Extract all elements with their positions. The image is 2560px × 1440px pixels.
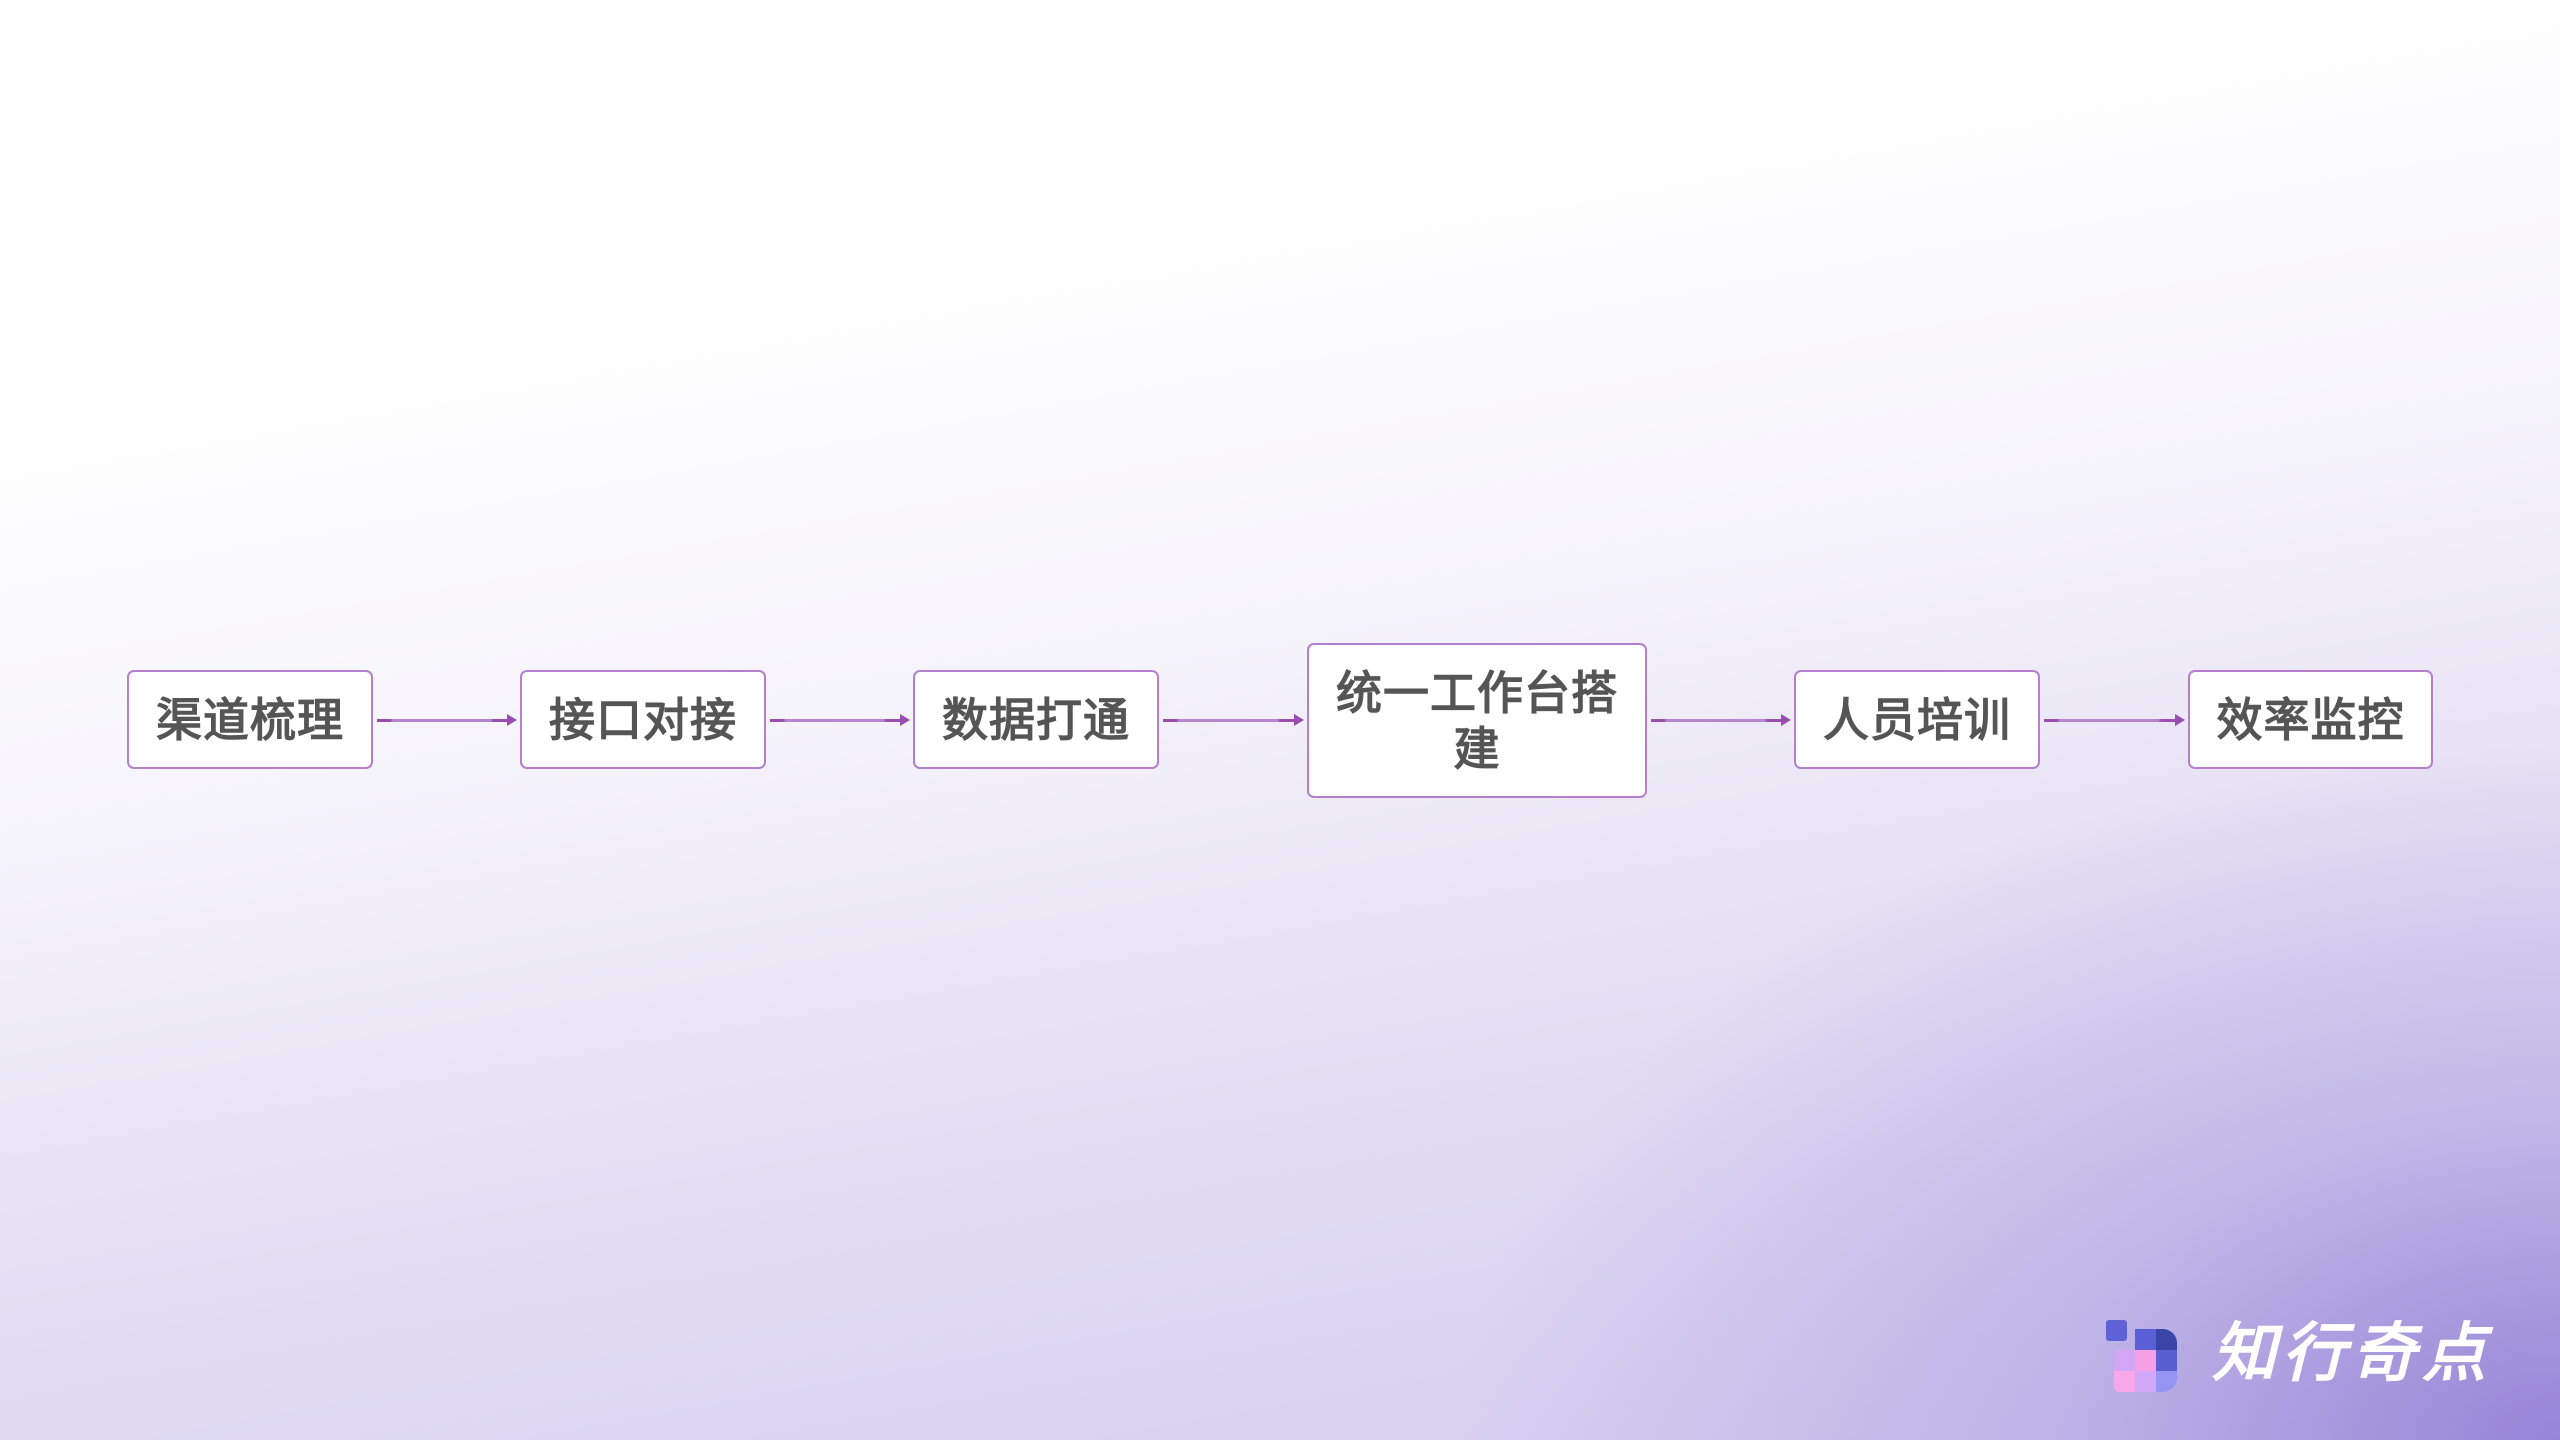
flow-node-data-connection: 数据打通: [913, 670, 1159, 769]
node-label: 接口对接: [549, 692, 737, 747]
flow-arrow-4: [1651, 714, 1791, 726]
node-label: 统一工作台搭建: [1336, 665, 1618, 776]
flow-node-staff-training: 人员培训: [1794, 670, 2040, 769]
flow-node-channel-review: 渠道梳理: [127, 670, 373, 769]
brand-name: 知行奇点: [2212, 1317, 2492, 1391]
flow-node-interface-integration: 接口对接: [520, 670, 766, 769]
flow-node-unified-workbench: 统一工作台搭建: [1307, 643, 1647, 798]
flow-arrow-3: [1163, 714, 1304, 726]
pixel-grid-logo-icon: [2100, 1314, 2180, 1394]
flow-arrow-2: [770, 714, 910, 726]
node-label: 效率监控: [2216, 692, 2405, 747]
node-label: 人员培训: [1823, 692, 2011, 747]
node-label: 数据打通: [942, 692, 1130, 747]
node-label: 渠道梳理: [156, 692, 344, 747]
flow-node-efficiency-monitoring: 效率监控: [2188, 670, 2433, 769]
flow-arrow-5: [2044, 714, 2185, 726]
flow-arrow-1: [377, 714, 517, 726]
brand-logo: 知行奇点: [2100, 1312, 2492, 1396]
